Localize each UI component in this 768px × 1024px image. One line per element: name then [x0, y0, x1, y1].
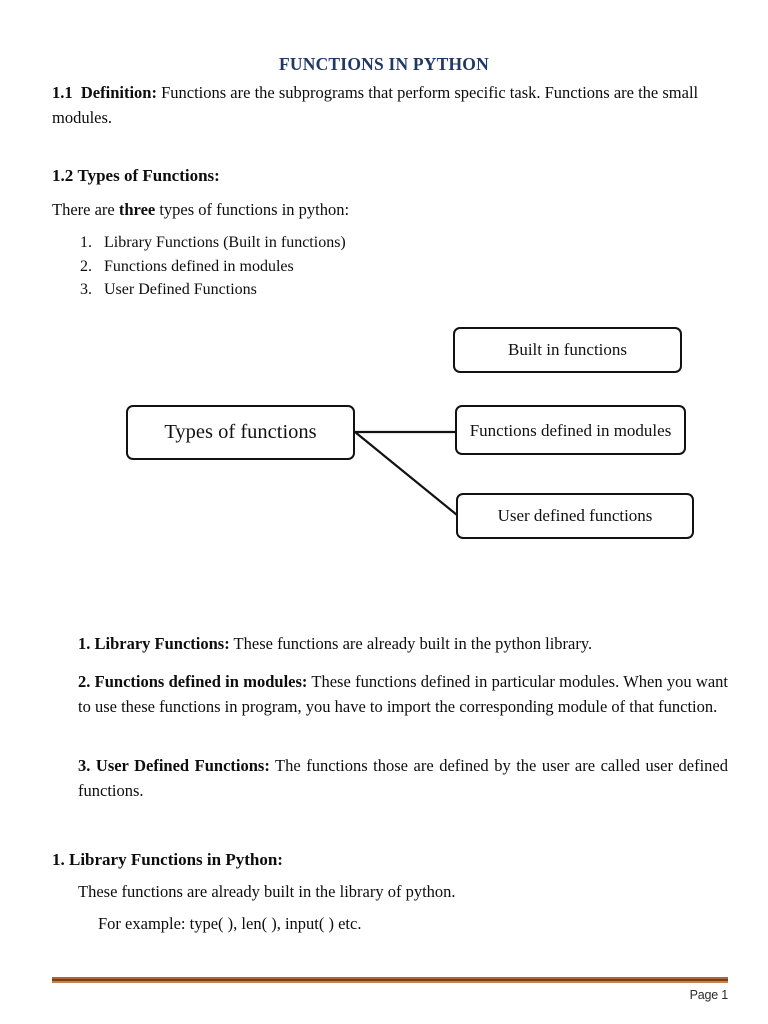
page-title: FUNCTIONS IN PYTHON — [279, 54, 489, 74]
types-list: 1. Library Functions (Built in functions)… — [80, 231, 500, 302]
section-types-heading: 1.2 Types of Functions: — [52, 163, 728, 188]
footer-divider — [52, 977, 728, 983]
diagram-node-functions-defined-in-modules[interactable]: Functions defined in modules — [455, 405, 686, 455]
library-section-line-2: For example: type( ), len( ), input( ) e… — [98, 914, 362, 933]
types-number: 1.2 — [52, 166, 74, 185]
description-functions-defined-in-modules: 2. Functions defined in modules: These f… — [78, 669, 728, 719]
footer-divider-bottom-line — [52, 981, 728, 983]
library-section-line-1: These functions are already built in the… — [78, 882, 456, 901]
list-item-number: 3. — [80, 281, 92, 298]
footer-divider-top-line — [52, 977, 728, 979]
diagram-node-types-of-functions[interactable]: Types of functions — [126, 405, 355, 460]
library-section-heading: 1. Library Functions in Python: — [52, 850, 283, 869]
list-item-label: User Defined Functions — [104, 281, 257, 298]
description-text: These functions defined in particular mo… — [78, 672, 728, 716]
diagram-node-label: Built in functions — [508, 340, 627, 359]
connector-to-user-defined — [354, 431, 458, 516]
section-definition: 1.1 Definition: Functions are the subpro… — [52, 80, 728, 130]
description-text: These functions are already built in the… — [229, 634, 593, 653]
types-intro-after: types of functions in python: — [155, 200, 350, 219]
definition-number: 1.1 — [52, 83, 73, 102]
description-user-defined-functions: 3. User Defined Functions: The functions… — [78, 753, 728, 803]
diagram-node-label: Types of functions — [164, 421, 317, 443]
description-lead: 1. Library Functions: — [78, 634, 230, 653]
footer-divider-core-line — [52, 978, 728, 981]
list-item-number: 1. — [80, 234, 92, 251]
list-item-number: 2. — [80, 257, 92, 275]
page-number: Page 1 — [689, 988, 729, 1002]
description-lead: 3. User Defined Functions: — [78, 756, 270, 775]
list-item: 1. Library Functions (Built in functions) — [80, 231, 500, 255]
diagram-node-built-in-functions[interactable]: Built in functions — [453, 327, 682, 373]
diagram-node-label: User defined functions — [497, 506, 653, 525]
definition-body: Functions are the subprograms that perfo… — [52, 83, 699, 127]
description-lead: 2. Functions defined in modules: — [78, 672, 308, 691]
types-intro-before: There are — [52, 200, 119, 219]
types-heading-label: Types of Functions: — [77, 166, 220, 185]
list-item: 3. User Defined Functions — [80, 278, 500, 302]
types-intro: There are three types of functions in py… — [52, 197, 728, 222]
diagram-node-label: Functions defined in modules — [469, 420, 672, 440]
list-item-label: Library Functions (Built in functions) — [104, 234, 346, 251]
definition-heading: Definition: — [80, 83, 157, 102]
list-item-label: Functions defined in modules — [104, 257, 294, 275]
description-library-functions: 1. Library Functions: These functions ar… — [78, 631, 728, 656]
list-item: 2. Functions defined in modules — [80, 255, 500, 279]
types-intro-emphasis: three — [118, 200, 156, 219]
diagram-node-user-defined-functions[interactable]: User defined functions — [456, 493, 694, 539]
description-text: The functions those are defined by the u… — [78, 756, 729, 800]
